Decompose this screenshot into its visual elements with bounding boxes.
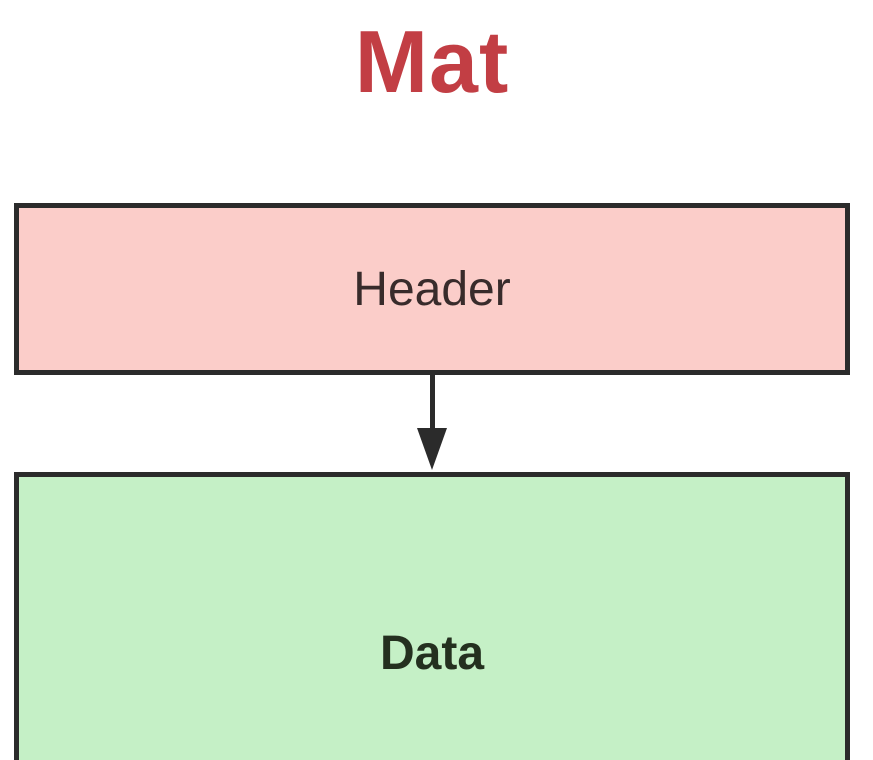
page-title: Mat <box>354 12 510 111</box>
diagram-node-data: Data <box>14 472 850 760</box>
diagram-node-header: Header <box>14 203 850 375</box>
arrow-down-icon <box>417 428 447 470</box>
header-node-label: Header <box>353 262 511 316</box>
arrow-shaft <box>430 375 435 445</box>
data-node-label: Data <box>379 626 485 680</box>
